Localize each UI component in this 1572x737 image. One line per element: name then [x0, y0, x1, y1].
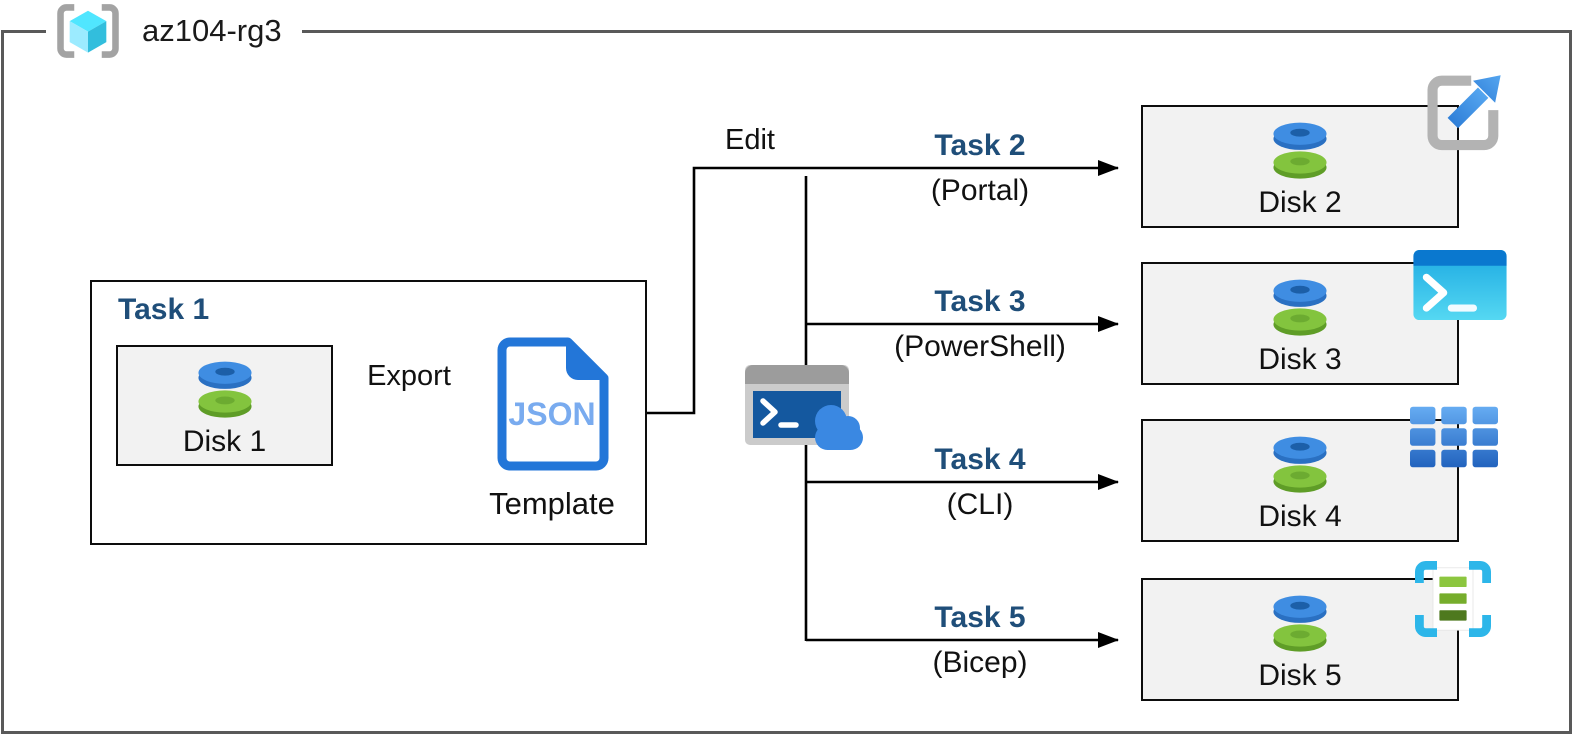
task-title: Task 3	[934, 285, 1026, 318]
disk-label: Disk 5	[1258, 658, 1342, 692]
task-method: (CLI)	[946, 488, 1014, 521]
disk-node: Disk 5	[1141, 578, 1459, 701]
bicep-template-icon	[1412, 559, 1494, 644]
edit-label: Edit	[725, 124, 775, 156]
task4-label-group: Task 4 (CLI)	[820, 442, 1140, 522]
disk-label: Disk 4	[1258, 499, 1342, 533]
disk-stack-icon	[1273, 595, 1327, 652]
task-title: Task 4	[934, 443, 1026, 476]
task-method: (PowerShell)	[894, 330, 1066, 363]
disk-stack-icon	[1273, 436, 1327, 493]
json-template-icon: JSON	[494, 336, 610, 477]
resource-group-label: az104-rg3	[142, 13, 282, 48]
disk-stack-icon	[1273, 279, 1327, 336]
disk-node: Disk 1	[116, 345, 333, 466]
disk-label: Disk 2	[1258, 185, 1342, 219]
resource-group-boundary	[1, 30, 1572, 734]
disk-label: Disk 3	[1258, 342, 1342, 376]
task2-label-group: Task 2 (Portal)	[820, 128, 1140, 208]
export-label: Export	[367, 360, 451, 392]
resource-group-header: az104-rg3	[46, 0, 302, 62]
task1-label: Task 1	[118, 293, 210, 326]
task-method: (Portal)	[930, 174, 1030, 207]
task3-label-group: Task 3 (PowerShell)	[820, 284, 1140, 364]
task-method: (Bicep)	[932, 646, 1028, 679]
task5-label-group: Task 5 (Bicep)	[820, 600, 1140, 680]
disk-node: Disk 2	[1141, 105, 1459, 228]
portal-launch-icon	[1416, 66, 1508, 163]
disk-stack-icon	[1273, 122, 1327, 179]
disk-node: Disk 4	[1141, 419, 1459, 542]
powershell-icon	[1412, 248, 1508, 327]
template-label: Template	[489, 486, 615, 521]
disk-stack-icon	[197, 361, 252, 418]
json-badge: JSON	[508, 396, 595, 432]
disk-node: Disk 3	[1141, 262, 1459, 385]
task-title: Task 5	[934, 601, 1026, 634]
cloud-shell-icon	[744, 364, 870, 461]
resource-group-icon	[57, 4, 119, 58]
disk-label: Disk 1	[182, 424, 267, 458]
task-title: Task 2	[934, 129, 1026, 162]
cli-grid-icon	[1410, 406, 1498, 473]
